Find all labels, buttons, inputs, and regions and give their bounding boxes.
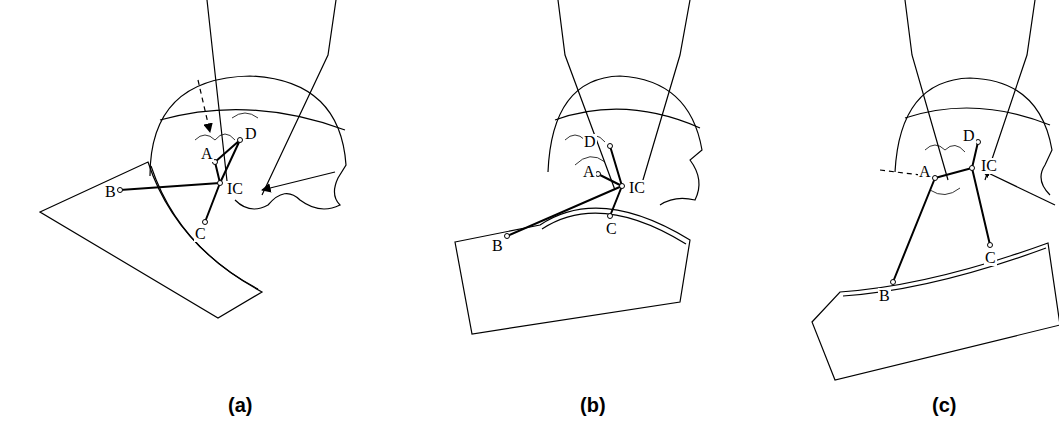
point-label: IC: [628, 180, 646, 196]
lower-body: [40, 162, 262, 318]
panel-a: [40, 0, 346, 318]
finger: [905, 0, 1035, 180]
point-label: C: [194, 226, 207, 242]
upper-body: [150, 76, 346, 209]
panel-c: [812, 0, 1059, 380]
point-label: IC: [226, 181, 244, 197]
contact-edge: [843, 248, 1046, 296]
arc-line: [555, 109, 700, 128]
linkage: [120, 140, 240, 222]
point-label: C: [984, 250, 997, 266]
point-label: D: [583, 134, 597, 150]
point-label: A: [200, 146, 214, 162]
force-arrow: [198, 80, 210, 132]
point-label: D: [244, 126, 258, 142]
finger: [207, 0, 336, 195]
contact-edge: [542, 213, 686, 244]
point-label: IC: [980, 158, 998, 174]
point-label: B: [491, 238, 504, 254]
point-label: A: [918, 164, 932, 180]
arc-line: [905, 108, 1050, 125]
point-label: C: [605, 221, 618, 237]
force-arrow: [262, 172, 335, 190]
upper-body: [548, 76, 702, 205]
panel-caption: (c): [932, 395, 956, 415]
point-label: A: [582, 164, 596, 180]
linkage: [507, 146, 622, 236]
panel-caption: (b): [580, 395, 606, 415]
force-arrow: [982, 170, 1055, 205]
panel-caption: (a): [228, 395, 252, 415]
point-label: B: [878, 288, 891, 304]
lower-body: [455, 208, 690, 334]
sketch-lines: [565, 135, 605, 165]
linkage: [893, 142, 990, 282]
point-label: D: [962, 128, 976, 144]
panel-b: [455, 0, 702, 334]
finger: [558, 0, 690, 190]
point-label: B: [104, 184, 117, 200]
lower-body: [812, 243, 1059, 380]
